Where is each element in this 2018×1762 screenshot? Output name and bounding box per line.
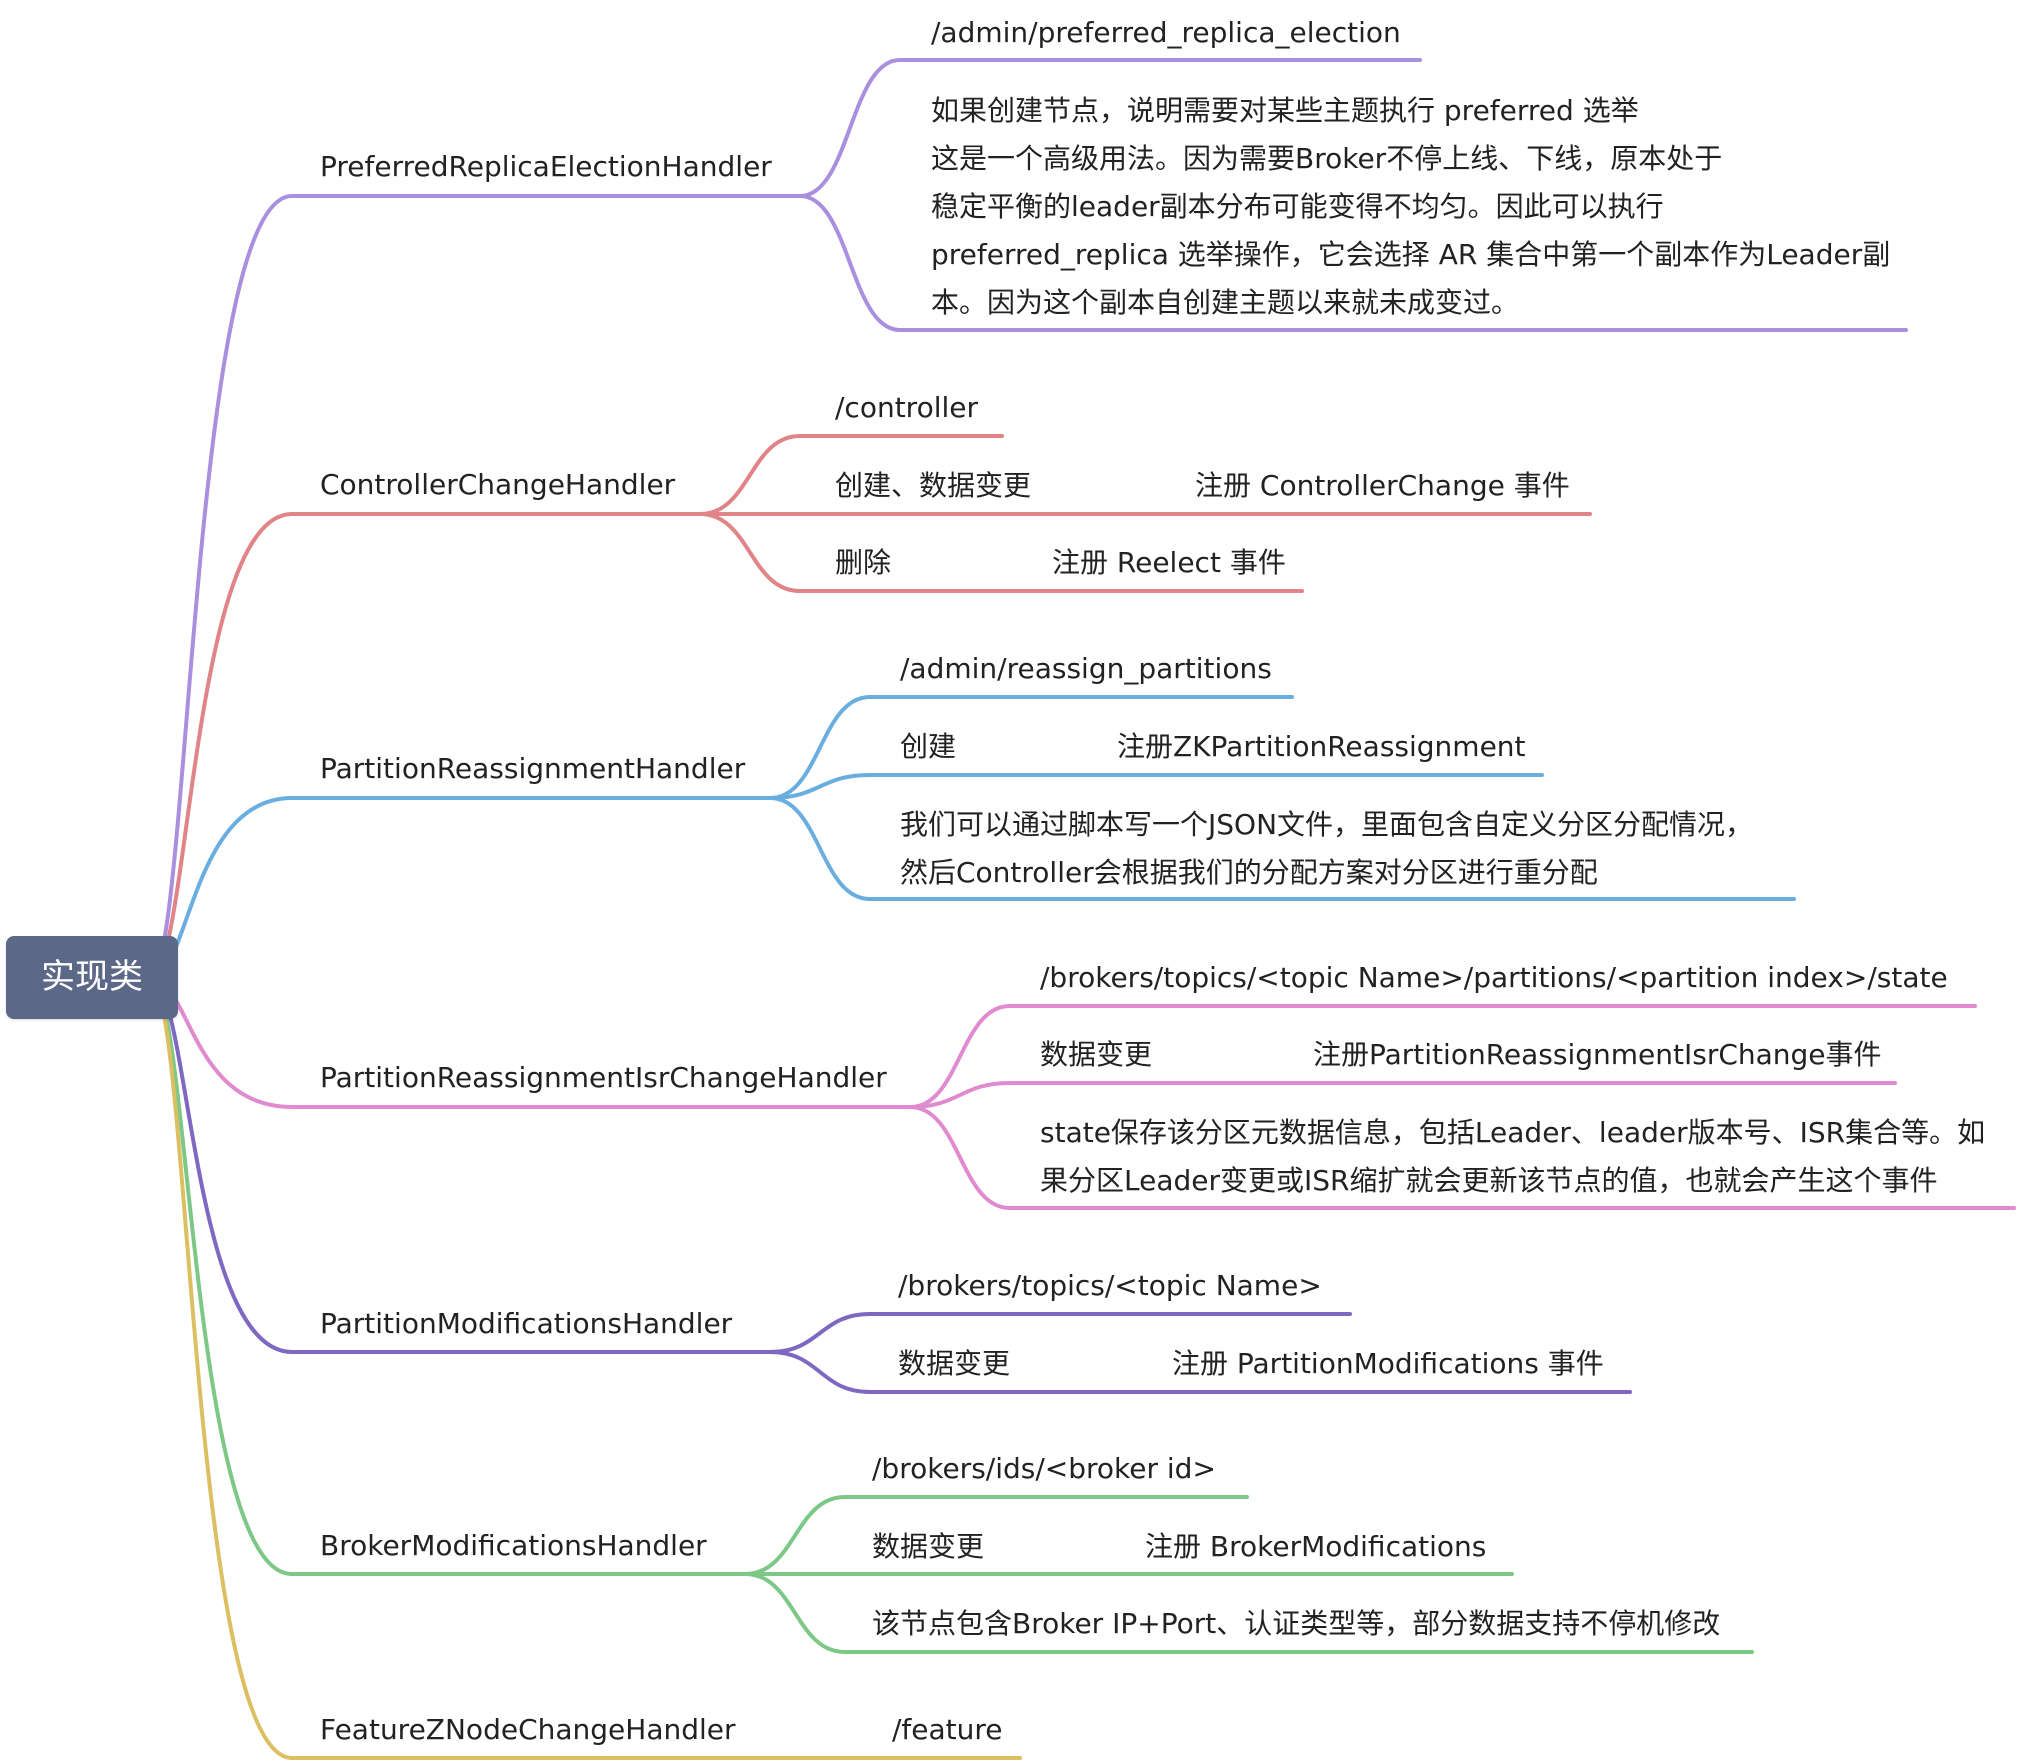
controller-create-change-event[interactable]: 注册 ControllerChange 事件 bbox=[1195, 469, 1570, 502]
root-node[interactable]: 实现类 bbox=[6, 936, 178, 1019]
branch-reassign-label[interactable]: PartitionReassignmentHandler bbox=[320, 752, 746, 785]
branch-isr-label[interactable]: PartitionReassignmentIsrChangeHandler bbox=[320, 1061, 887, 1094]
isr-change-event[interactable]: 注册PartitionReassignmentIsrChange事件 bbox=[1313, 1038, 1882, 1071]
isr-change-node[interactable]: 数据变更 bbox=[1040, 1038, 1153, 1071]
connector-root-feature bbox=[148, 976, 294, 1760]
preferred-description-node[interactable]: 如果创建节点，说明需要对某些主题执行 preferred 选举 这是一个高级用法… bbox=[931, 94, 1891, 319]
isr-path-node[interactable]: /brokers/topics/<topic Name>/partitions/… bbox=[1040, 961, 1948, 994]
branch-feature-label[interactable]: FeatureZNodeChangeHandler bbox=[320, 1713, 736, 1746]
reassign-path-node[interactable]: /admin/reassign_partitions bbox=[900, 652, 1272, 685]
connector-modifications-1 bbox=[768, 1350, 872, 1394]
controller-delete-event[interactable]: 注册 Reelect 事件 bbox=[1052, 546, 1286, 579]
isr-description-node[interactable]: state保存该分区元数据信息，包括Leader、leader版本号、ISR集合… bbox=[1040, 1116, 1986, 1197]
branch-broker-label[interactable]: BrokerModificationsHandler bbox=[320, 1529, 707, 1562]
reassign-create-event[interactable]: 注册ZKPartitionReassignment bbox=[1117, 730, 1526, 763]
reassign-description-node[interactable]: 我们可以通过脚本写一个JSON文件，里面包含自定义分区分配情况， 然后Contr… bbox=[900, 808, 1754, 889]
connector-root-preferred bbox=[148, 194, 294, 980]
modifications-change-node[interactable]: 数据变更 bbox=[898, 1347, 1011, 1380]
connector-isr-0 bbox=[908, 1004, 1012, 1109]
branch-modifications-label[interactable]: PartitionModificationsHandler bbox=[320, 1307, 733, 1340]
reassign-create-node[interactable]: 创建 bbox=[900, 730, 957, 763]
broker-change-node[interactable]: 数据变更 bbox=[872, 1530, 985, 1563]
connector-isr-1 bbox=[908, 1081, 1012, 1109]
controller-create-change-node[interactable]: 创建、数据变更 bbox=[835, 469, 1032, 502]
broker-change-event[interactable]: 注册 BrokerModifications bbox=[1145, 1530, 1487, 1563]
connector-broker-0 bbox=[743, 1495, 847, 1576]
connector-reassign-0 bbox=[768, 695, 872, 800]
broker-description-node[interactable]: 该节点包含Broker IP+Port、认证类型等，部分数据支持不停机修改 bbox=[872, 1607, 1721, 1640]
branch-controller-label[interactable]: ControllerChangeHandler bbox=[320, 468, 676, 501]
connector-preferred-0 bbox=[798, 58, 902, 198]
connector-controller-2 bbox=[698, 512, 802, 593]
connector-controller-0 bbox=[698, 434, 802, 516]
preferred-path-node[interactable]: /admin/preferred_replica_election bbox=[931, 16, 1401, 49]
connector-reassign-1 bbox=[768, 773, 872, 800]
branch-preferred-label[interactable]: PreferredReplicaElectionHandler bbox=[320, 150, 772, 183]
connector-root-controller bbox=[148, 512, 294, 980]
connector-preferred-1 bbox=[798, 194, 902, 332]
connector-isr-2 bbox=[908, 1105, 1012, 1210]
modifications-change-event[interactable]: 注册 PartitionModifications 事件 bbox=[1172, 1347, 1604, 1380]
controller-delete-node[interactable]: 删除 bbox=[835, 546, 892, 579]
modifications-path-node[interactable]: /brokers/topics/<topic Name> bbox=[898, 1269, 1322, 1302]
connector-reassign-2 bbox=[768, 796, 872, 901]
feature-path-node[interactable]: /feature bbox=[892, 1713, 1003, 1746]
connector-broker-2 bbox=[743, 1572, 847, 1654]
connector-modifications-0 bbox=[768, 1312, 872, 1354]
controller-path-node[interactable]: /controller bbox=[835, 391, 979, 424]
broker-path-node[interactable]: /brokers/ids/<broker id> bbox=[872, 1452, 1216, 1485]
